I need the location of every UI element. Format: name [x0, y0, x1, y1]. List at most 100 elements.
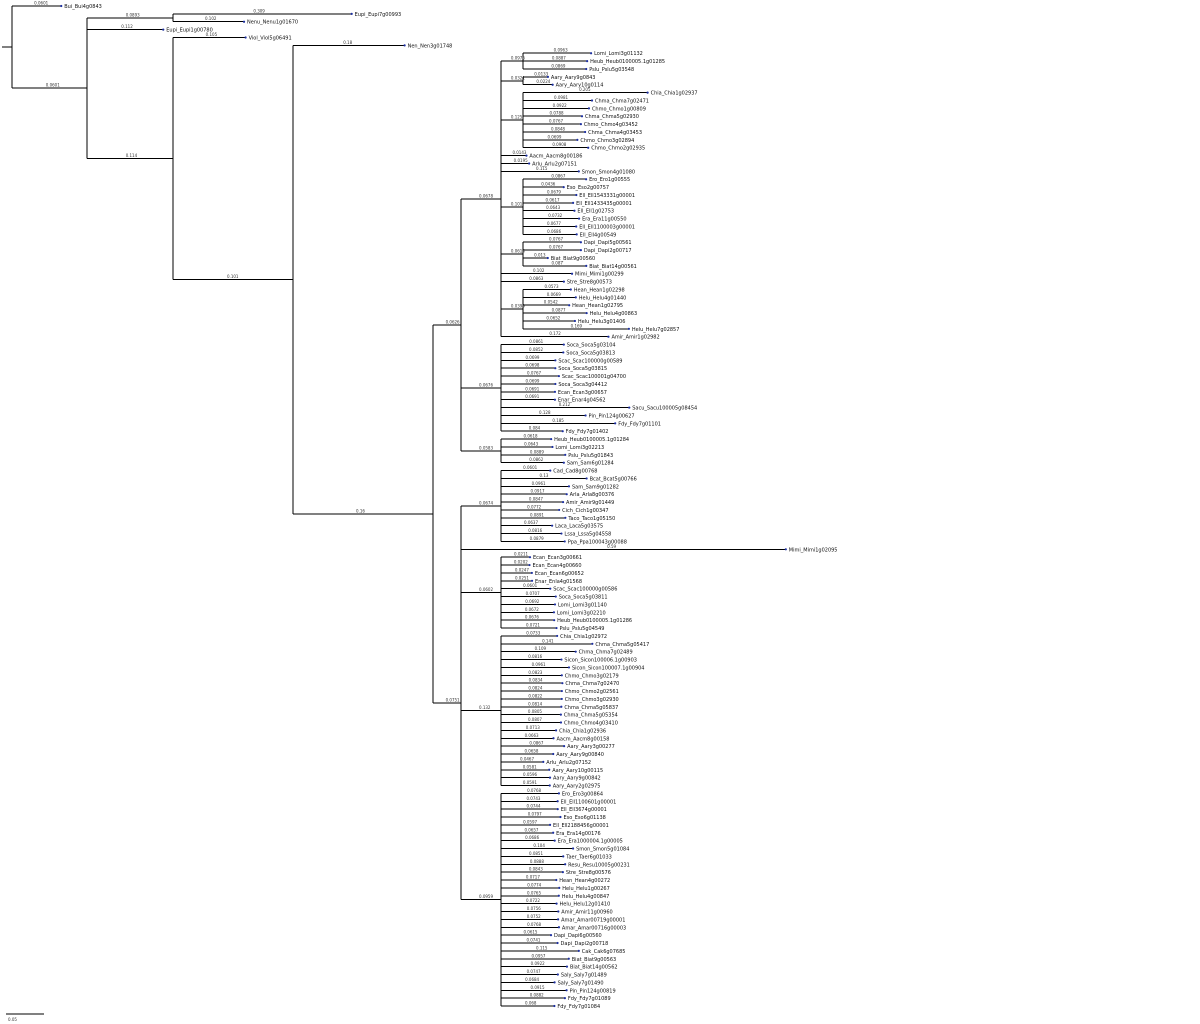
- leaf-marker-icon: [60, 4, 63, 8]
- support-value: 0.0677: [547, 221, 561, 226]
- leaf-label: Ell_Ell1100601g00001: [561, 799, 617, 805]
- leaf-marker-icon: [575, 225, 578, 228]
- support-value: 0.101: [511, 201, 523, 206]
- leaf-label: Chia_Chia1g02972: [560, 634, 607, 640]
- leaf-label: Aary_Aary2g02975: [553, 784, 601, 790]
- leaf-marker-icon: [550, 437, 553, 441]
- leaf-marker-icon: [528, 162, 531, 165]
- leaf-marker-icon: [567, 957, 570, 960]
- support-value: 0.0686: [525, 835, 539, 840]
- support-value: 0.0891: [530, 512, 544, 517]
- support-value: 0.0869: [551, 63, 565, 68]
- leaf-label: Soca_Soca5g03811: [559, 595, 608, 601]
- leaf-label: Chmo_Chmo2g02935: [591, 146, 645, 152]
- support-value: 0.0321: [511, 75, 525, 80]
- leaf-label: Scac_Scac100001g04700: [562, 374, 626, 380]
- support-value: 0.18: [343, 40, 352, 45]
- leaf-label: Chma_Chma5g05837: [564, 705, 618, 711]
- leaf-label: Bcat_Bcat5g00766: [590, 476, 637, 482]
- leaf-label: Ero_Ero3g00864: [562, 791, 603, 797]
- leaf-label: Mimi_Mimi1g00299: [575, 272, 624, 278]
- leaf-label: Chmo_Chmo3g02179: [565, 673, 619, 679]
- support-value: 0.0751: [446, 697, 460, 702]
- support-value: 0.0963: [554, 48, 568, 53]
- leaf-marker-icon: [548, 784, 551, 787]
- leaf-label: Ecan_Ecan6g00652: [535, 571, 584, 577]
- support-value: 0.0788: [550, 111, 564, 116]
- support-value: 0.0882: [530, 993, 544, 998]
- tree-labels: 0.0601Bui_Bui4g08430.06010.08930.309Eupi…: [34, 1, 837, 1011]
- leaf-label: Sam_Sam6g01284: [567, 461, 614, 467]
- leaf-marker-icon: [556, 634, 559, 638]
- leaf-label: Chma_Chma5g02930: [585, 114, 639, 120]
- leaf-label: Smon_Smon4g01080: [582, 169, 635, 175]
- leaf-label: Helu_Helu7g02857: [632, 327, 680, 333]
- support-value: 0.0583: [479, 445, 493, 450]
- support-value: 0.0699: [547, 134, 561, 139]
- support-value: 0.0679: [547, 189, 561, 194]
- support-value: 0.0614: [511, 249, 525, 254]
- support-value: 0.0573: [545, 284, 559, 289]
- support-value: 0.125: [511, 115, 523, 120]
- support-value: 0.0676: [479, 382, 493, 387]
- leaf-marker-icon: [562, 186, 565, 189]
- support-value: 0.0867: [551, 174, 565, 179]
- leaf-marker-icon: [554, 359, 557, 362]
- leaf-label: Era_Era11g00550: [582, 217, 627, 223]
- leaf-marker-icon: [646, 91, 649, 94]
- leaf-label: Scac_Scac100000g00586: [553, 587, 617, 593]
- leaf-label: Arla_Arla8g00376: [570, 492, 615, 498]
- leaf-label: Resu_Resu10005g00231: [568, 862, 630, 868]
- support-value: 0.0765: [527, 890, 541, 895]
- support-value: 0.0893: [126, 12, 140, 17]
- support-value: 0.0917: [531, 489, 545, 494]
- leaf-marker-icon: [552, 611, 556, 614]
- support-value: 0.0772: [527, 504, 541, 509]
- leaf-marker-icon: [565, 989, 568, 992]
- support-value: 0.172: [549, 331, 561, 336]
- support-value: 0.0224: [536, 79, 550, 84]
- leaf-label: Sam_Sam9g01282: [572, 484, 619, 490]
- leaf-label: Aary_Aary9g00842: [553, 776, 601, 782]
- leaf-label: Chmo_Chmo4g03410: [564, 721, 618, 727]
- support-value: 0.0805: [528, 709, 542, 714]
- leaf-marker-icon: [587, 107, 591, 110]
- leaf-marker-icon: [579, 248, 582, 252]
- leaf-label: Biat_Biat9g00563: [572, 957, 616, 963]
- leaf-label: Dapi_Dapi5g00561: [584, 240, 632, 246]
- leaf-label: Ecan_Ecan3g00657: [558, 390, 607, 396]
- leaf-label: Amar_Amar00719g00001: [561, 917, 625, 923]
- leaf-marker-icon: [548, 776, 552, 779]
- leaf-label: Smon_Smon5g01084: [576, 847, 629, 853]
- support-value: 0.0691: [525, 386, 539, 391]
- leaf-marker-icon: [570, 272, 574, 275]
- leaf-label: Biat_Biat9g00560: [551, 256, 595, 262]
- leaf-label: Helu_Helu3g01406: [578, 319, 626, 325]
- support-value: 0.0816: [528, 654, 542, 659]
- leaf-marker-icon: [549, 934, 553, 937]
- support-value: 0.0202: [514, 560, 528, 565]
- leaf-marker-icon: [551, 83, 554, 86]
- leaf-label: Ecan_Ecan4g00660: [533, 563, 582, 569]
- support-value: 0.0741: [526, 938, 540, 943]
- support-value: 0.0768: [527, 922, 541, 927]
- leaf-marker-icon: [560, 689, 563, 693]
- leaf-label: Scac_Scac100000g00589: [558, 358, 622, 364]
- leaf-label: Ell_Ell3674g00001: [561, 807, 607, 813]
- leaf-marker-icon: [564, 453, 567, 456]
- support-value: 0.0669: [547, 292, 561, 297]
- leaf-marker-icon: [579, 123, 582, 126]
- leaf-marker-icon: [576, 138, 579, 141]
- leaf-label: Biat_Biat14g00561: [589, 264, 637, 270]
- support-value: 0.0195: [514, 158, 528, 163]
- leaf-marker-icon: [530, 571, 533, 575]
- leaf-label: Aacm_Aacm8g00158: [556, 736, 609, 742]
- leaf-marker-icon: [528, 563, 531, 567]
- support-value: 0.0767: [527, 371, 541, 376]
- leaf-label: Enar_Enla4g01568: [535, 579, 582, 585]
- leaf-marker-icon: [784, 548, 787, 551]
- leaf-marker-icon: [555, 878, 558, 882]
- support-value: 0.0722: [526, 898, 540, 903]
- support-value: 0.0922: [553, 103, 567, 108]
